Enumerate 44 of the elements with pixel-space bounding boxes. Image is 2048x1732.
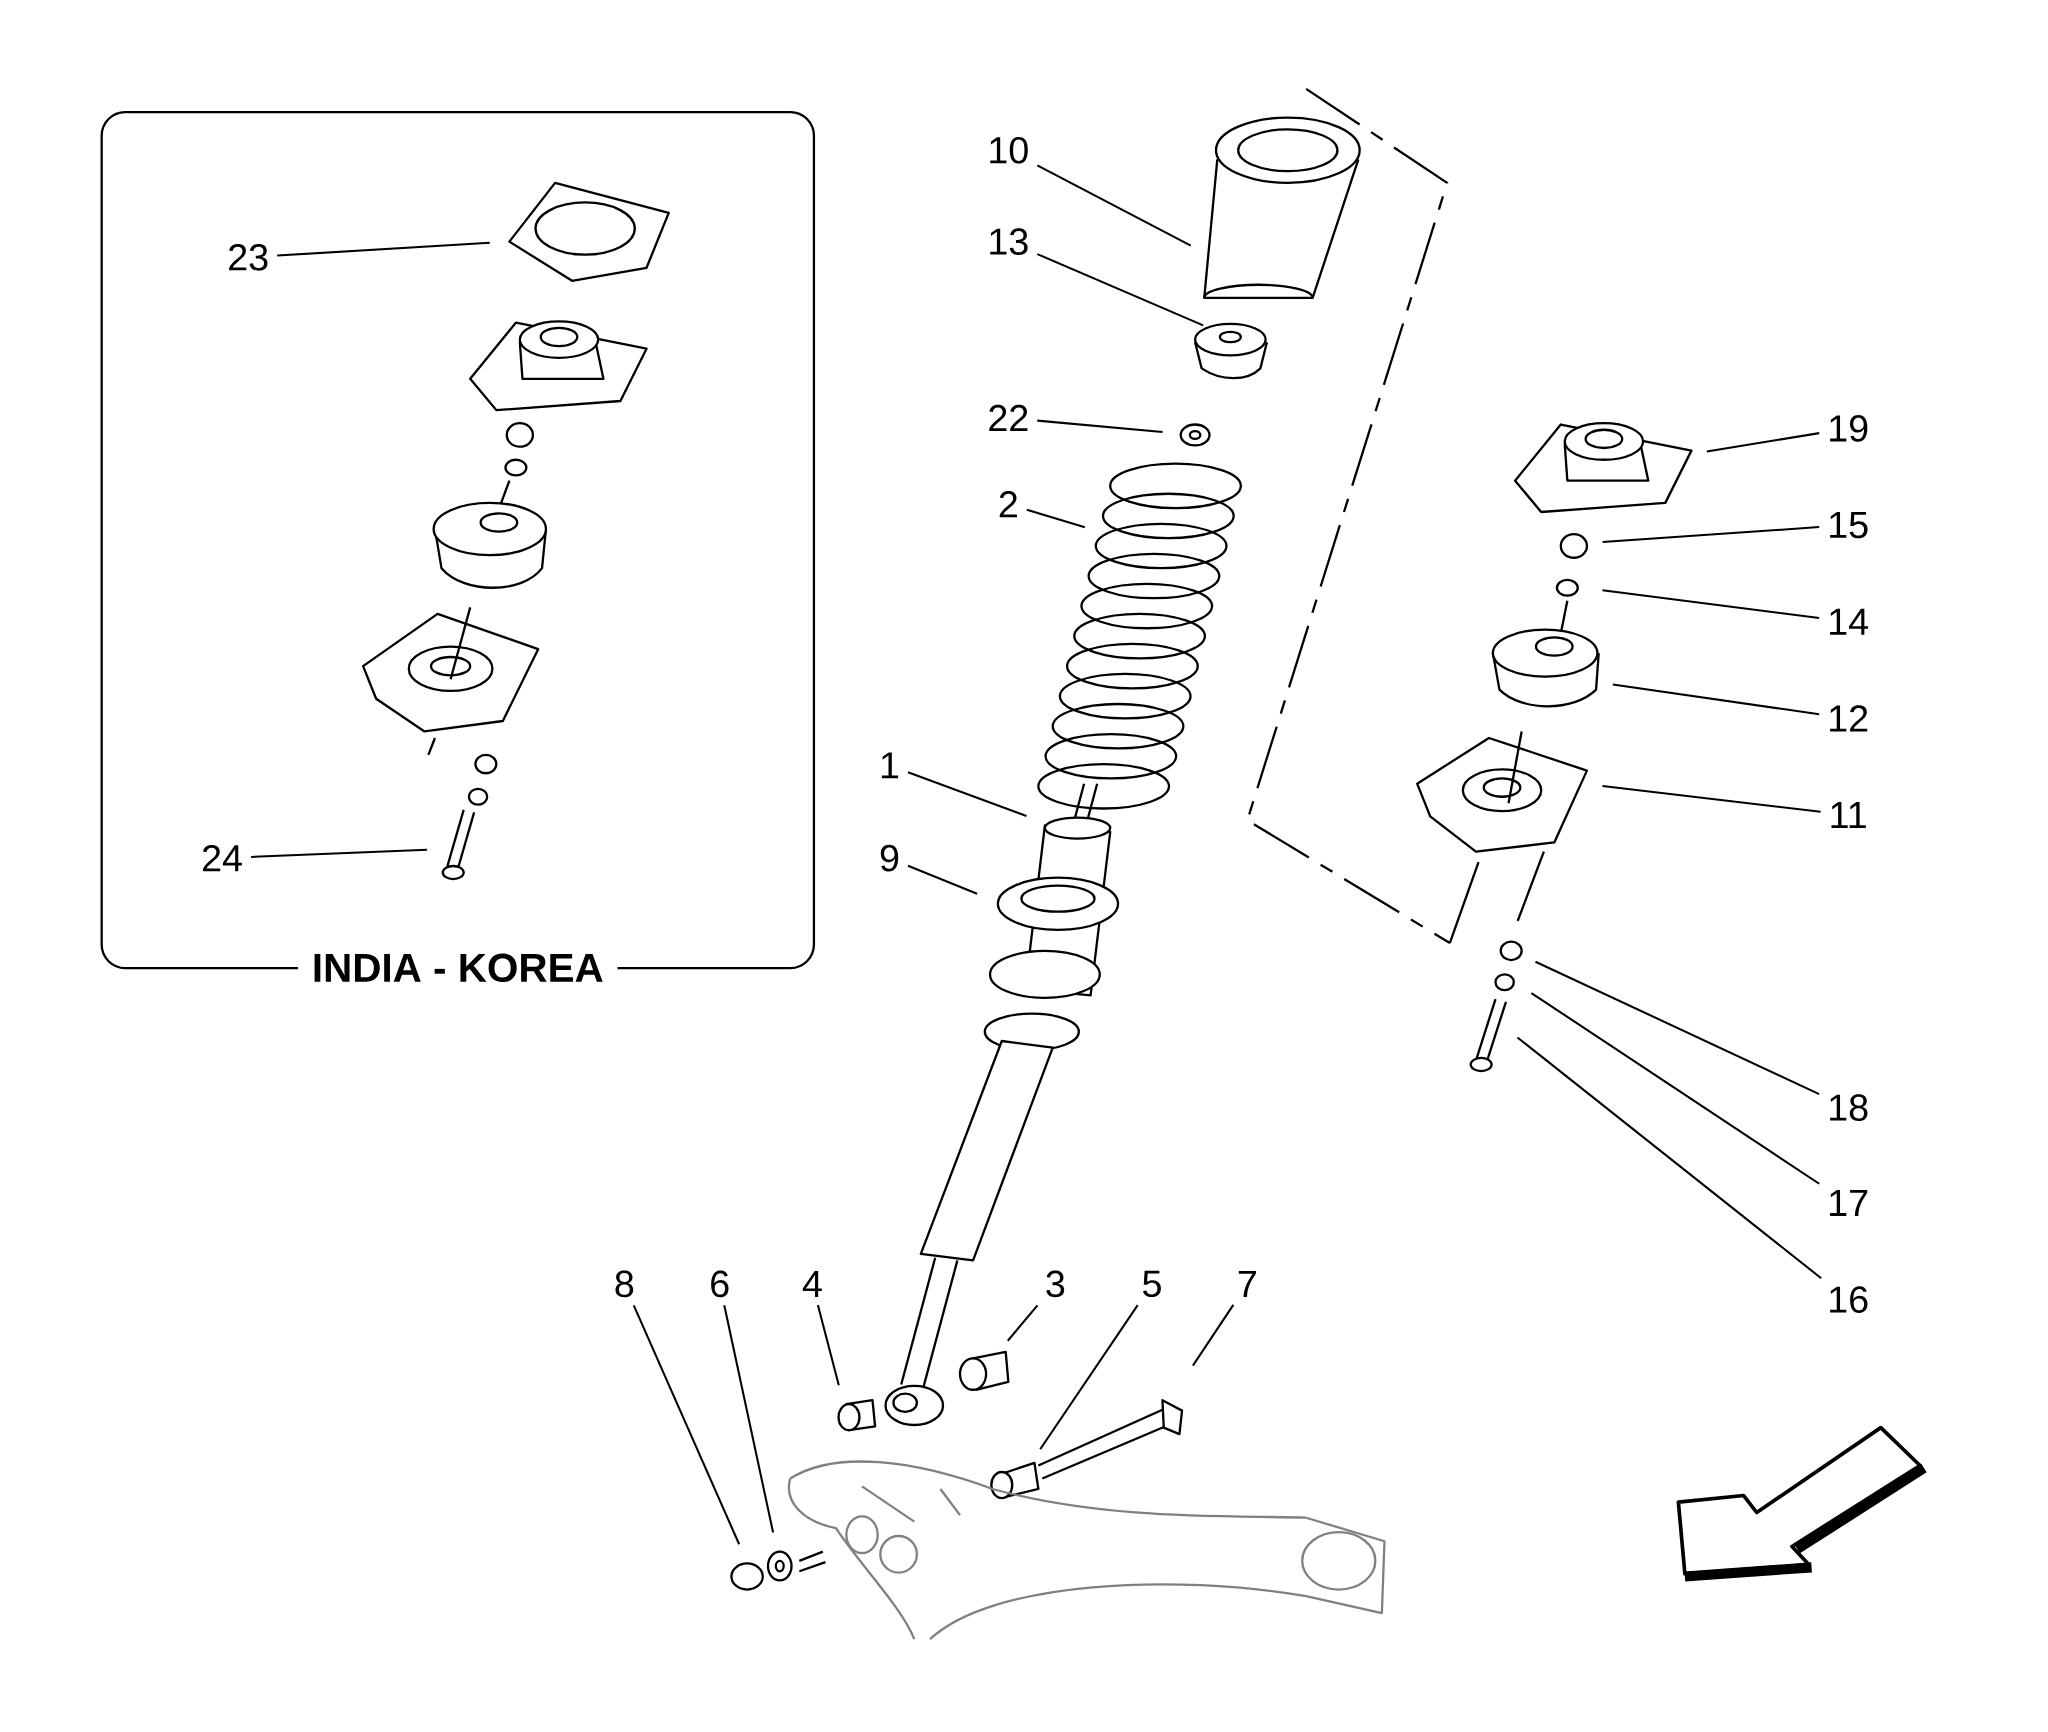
leader-line <box>1706 432 1820 453</box>
callout-number: 17 <box>1830 1190 1868 1216</box>
leader-line <box>907 864 978 895</box>
leader-line <box>816 1304 840 1386</box>
callout-number: 24 <box>202 845 242 872</box>
leader-line <box>1602 589 1820 620</box>
leader-line <box>1036 253 1204 327</box>
callout-number: 12 <box>1830 705 1868 732</box>
callout-number: 9 <box>880 844 899 872</box>
callout-number: 3 <box>1046 1270 1065 1298</box>
callout-number: 23 <box>229 244 268 271</box>
callout-number: 6 <box>711 1270 729 1298</box>
callout-number: 8 <box>615 1270 634 1298</box>
callout-number: 13 <box>990 228 1028 255</box>
callout-number: 19 <box>1830 415 1868 442</box>
leader-line <box>1530 992 1820 1185</box>
callout-number: 2 <box>999 491 1017 518</box>
leader-line <box>1026 508 1086 529</box>
callout-number: 10 <box>990 136 1028 164</box>
leader-line <box>1516 1036 1822 1280</box>
leader-line <box>1037 419 1163 434</box>
leader-line <box>907 771 1027 818</box>
leader-line <box>632 1304 741 1545</box>
leader-line <box>1602 526 1820 544</box>
callout-number: 16 <box>1830 1286 1868 1313</box>
leader-line <box>1535 960 1820 1096</box>
leader-line <box>1007 1304 1039 1342</box>
callout-number: 18 <box>1830 1094 1868 1121</box>
leader-line <box>1602 785 1821 813</box>
callout-number: 4 <box>802 1271 822 1297</box>
callout-number: 11 <box>1831 802 1866 829</box>
callout-number: 5 <box>1143 1270 1161 1298</box>
callout-number: 1 <box>881 752 899 779</box>
leader-line <box>1612 683 1820 716</box>
leader-line <box>251 848 428 859</box>
leader-line <box>1036 164 1192 247</box>
callout-number: 14 <box>1830 608 1869 635</box>
callout-number: 7 <box>1238 1271 1256 1297</box>
callout-number: 22 <box>989 404 1028 432</box>
leader-line <box>723 1305 775 1533</box>
leader-line <box>1039 1304 1139 1450</box>
callout-number: 15 <box>1830 511 1868 539</box>
leader-line <box>1192 1304 1235 1367</box>
leader-line <box>277 241 490 257</box>
